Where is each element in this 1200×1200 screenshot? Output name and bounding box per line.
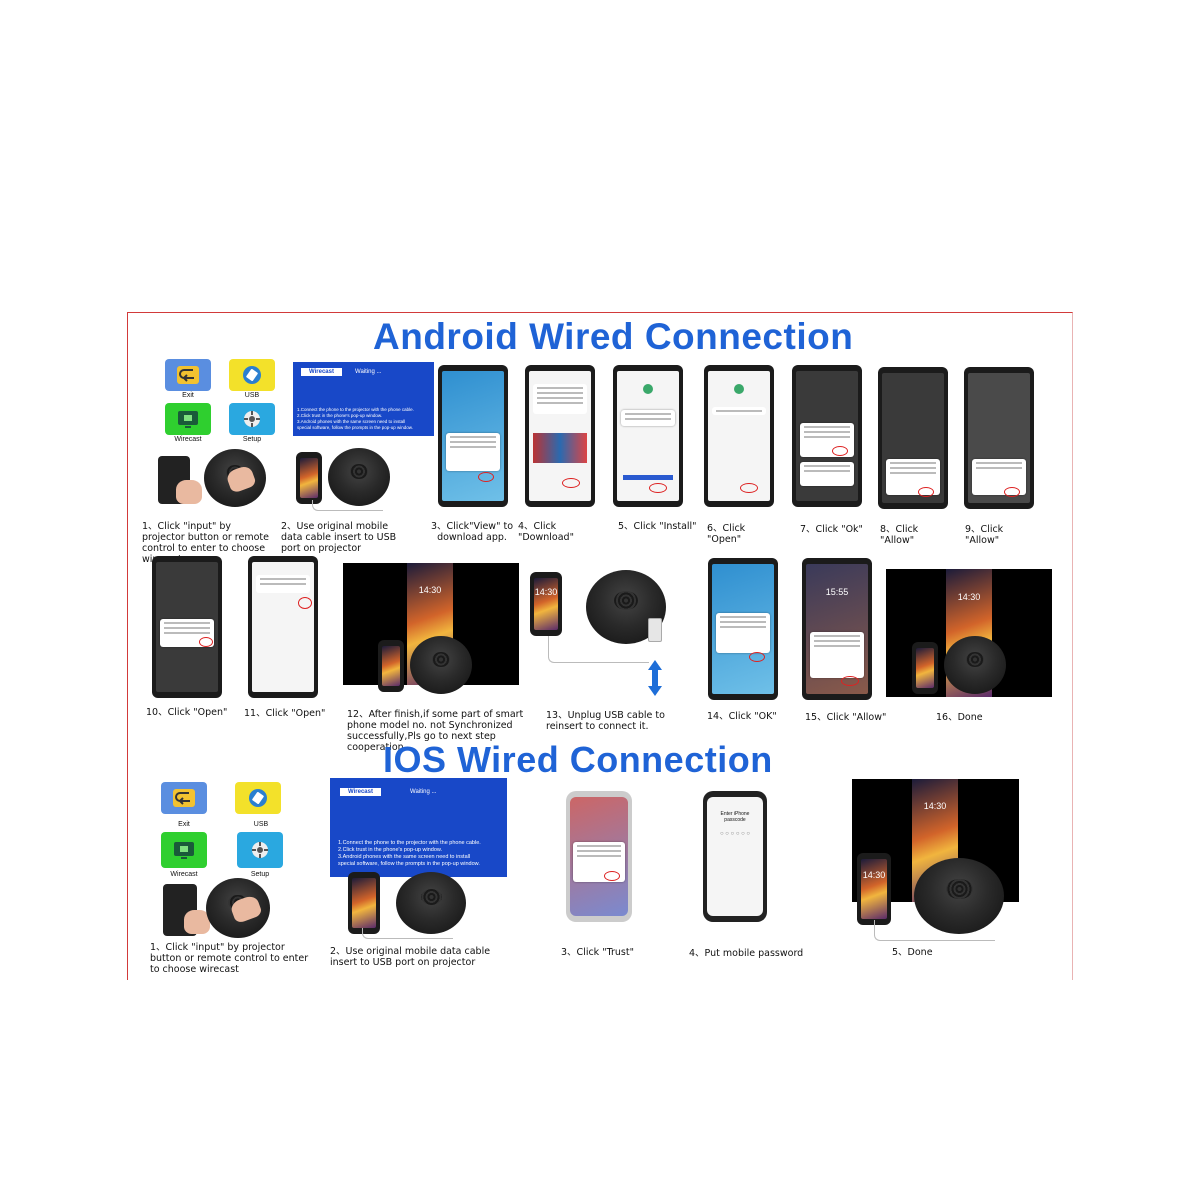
exit-tile (161, 782, 207, 814)
android-step-10-caption: 10、Click "Open" (146, 707, 228, 718)
wirecast-label: Wirecast (170, 871, 198, 878)
ios-step-2-caption: 2、Use original mobile data cable insert … (330, 946, 491, 968)
phone-step-5 (613, 365, 683, 507)
android-step-16-caption: 16、Done (936, 712, 983, 723)
usb-label: USB (253, 821, 269, 828)
ios-section-title: IOS Wired Connection (383, 739, 773, 780)
instruction-line-3: 3.Android phones with the same screen ne… (338, 854, 471, 860)
wirecast-screen: Wirecast Waiting ... 1.Connect the phone… (330, 778, 507, 877)
usb-tile (235, 782, 281, 814)
instruction-line-4: special software, follow the prompts in … (297, 425, 414, 430)
usb-cable (874, 920, 995, 941)
settings-icon (252, 842, 268, 858)
wirecast-label: Wirecast (174, 436, 202, 443)
projector (944, 636, 1006, 694)
usb-plug (648, 618, 662, 642)
phone-step-6 (704, 365, 774, 507)
hand (176, 480, 202, 504)
phone-step-9 (964, 367, 1034, 509)
projector (328, 448, 390, 506)
android-step-7-caption: 7、Click "Ok" (800, 524, 863, 535)
phone: 14:30 (857, 853, 891, 925)
android-step-5-caption: 5、Click "Install" (618, 521, 697, 532)
instruction-line-3: 3.Android phones with the same screen ne… (297, 419, 406, 424)
clock-text: 14:30 (923, 801, 947, 812)
android-step-4-caption: 4、Click "Download" (518, 521, 574, 543)
wirecast-tile (165, 403, 211, 435)
projector (410, 636, 472, 694)
setup-label: Setup (250, 871, 270, 878)
phone (378, 640, 404, 692)
usb-drive-icon (243, 366, 261, 384)
phone-step-15: 15:55 (802, 558, 872, 700)
usb-cable (362, 928, 453, 939)
android-step-6-caption: 6、Click "Open" (707, 523, 746, 545)
screen-mirror-icon (174, 842, 194, 859)
clock-text: 14:30 (418, 584, 442, 595)
clock-text: 14:30 (862, 869, 886, 880)
android-step-3-caption: 3、Click"View" to download app. (430, 521, 514, 543)
phone-step-14 (708, 558, 778, 700)
usb-cable (312, 500, 383, 511)
phone-ios-step-4: Enter iPhone passcode ○ ○ ○ ○ ○ ○ (703, 791, 767, 922)
instruction-line-1: 1.Connect the phone to the projector wit… (297, 407, 414, 412)
phone (912, 642, 938, 694)
android-step-13-caption: 13、Unplug USB cable to reinsert to conne… (546, 710, 665, 732)
usb-tile (229, 359, 275, 391)
usb-label: USB (244, 392, 260, 399)
up-down-arrow-icon (648, 660, 662, 696)
ios-step-1-caption: 1、Click "input" by projector button or r… (150, 942, 309, 975)
android-step-9-caption: 9、Click "Allow" (965, 524, 1004, 546)
screen-mirror-icon (178, 411, 198, 428)
waiting-text: Waiting ... (355, 369, 382, 375)
phone (348, 872, 380, 934)
exit-label: Exit (178, 821, 190, 828)
phone-step-8 (878, 367, 948, 509)
setup-tile (237, 832, 283, 868)
setup-label: Setup (242, 436, 262, 443)
phone-step-4 (525, 365, 595, 507)
clock-text: 15:55 (825, 587, 849, 598)
android-step-8-caption: 8、Click "Allow" (880, 524, 919, 546)
android-step-12-caption: 12、After finish,if some part of smart ph… (347, 709, 524, 753)
wirecast-tile (161, 832, 207, 868)
wirecast-tag: Wirecast (340, 788, 381, 796)
phone-ios-step-3 (566, 791, 632, 922)
exit-label: Exit (182, 392, 194, 399)
waiting-text: Waiting ... (410, 789, 437, 795)
phone-step-10 (152, 556, 222, 698)
instruction-line-2: 2.Click trust in the phone's pop-up wind… (338, 847, 443, 853)
usb-cable (548, 636, 649, 663)
instruction-line-4: special software, follow the prompts in … (338, 861, 480, 867)
passcode-label: Enter iPhone passcode (720, 811, 750, 823)
clock-text: 14:30 (957, 592, 981, 603)
exit-tile (165, 359, 211, 391)
android-step-14-caption: 14、Click "OK" (707, 711, 777, 722)
return-arrow-icon (173, 789, 195, 807)
android-step-2-caption: 2、Use original mobile data cable insert … (281, 521, 397, 554)
phone (296, 452, 322, 504)
android-section-title: Android Wired Connection (373, 316, 854, 357)
clock-text: 14:30 (534, 587, 558, 598)
android-step-15-caption: 15、Click "Allow" (805, 712, 887, 723)
projector (396, 872, 466, 934)
setup-tile (229, 403, 275, 435)
ios-step-4-caption: 4、Put mobile password (689, 948, 804, 959)
phone-step-3 (438, 365, 508, 507)
instruction-line-2: 2.Click trust in the phone's pop-up wind… (297, 413, 383, 418)
phone-step-11 (248, 556, 318, 698)
hand (184, 910, 210, 934)
phone: 14:30 (530, 572, 562, 636)
phone-step-7 (792, 365, 862, 507)
wirecast-tag: Wirecast (301, 368, 342, 376)
ios-step-3-caption: 3、Click "Trust" (561, 947, 634, 958)
ios-step-5-caption: 5、Done (892, 947, 933, 958)
android-step-11-caption: 11、Click "Open" (244, 708, 326, 719)
wirecast-screen: Wirecast Waiting ... 1.Connect the phone… (293, 362, 434, 436)
usb-drive-icon (249, 789, 267, 807)
settings-icon (244, 411, 260, 427)
instruction-line-1: 1.Connect the phone to the projector wit… (338, 840, 481, 846)
return-arrow-icon (177, 366, 199, 384)
